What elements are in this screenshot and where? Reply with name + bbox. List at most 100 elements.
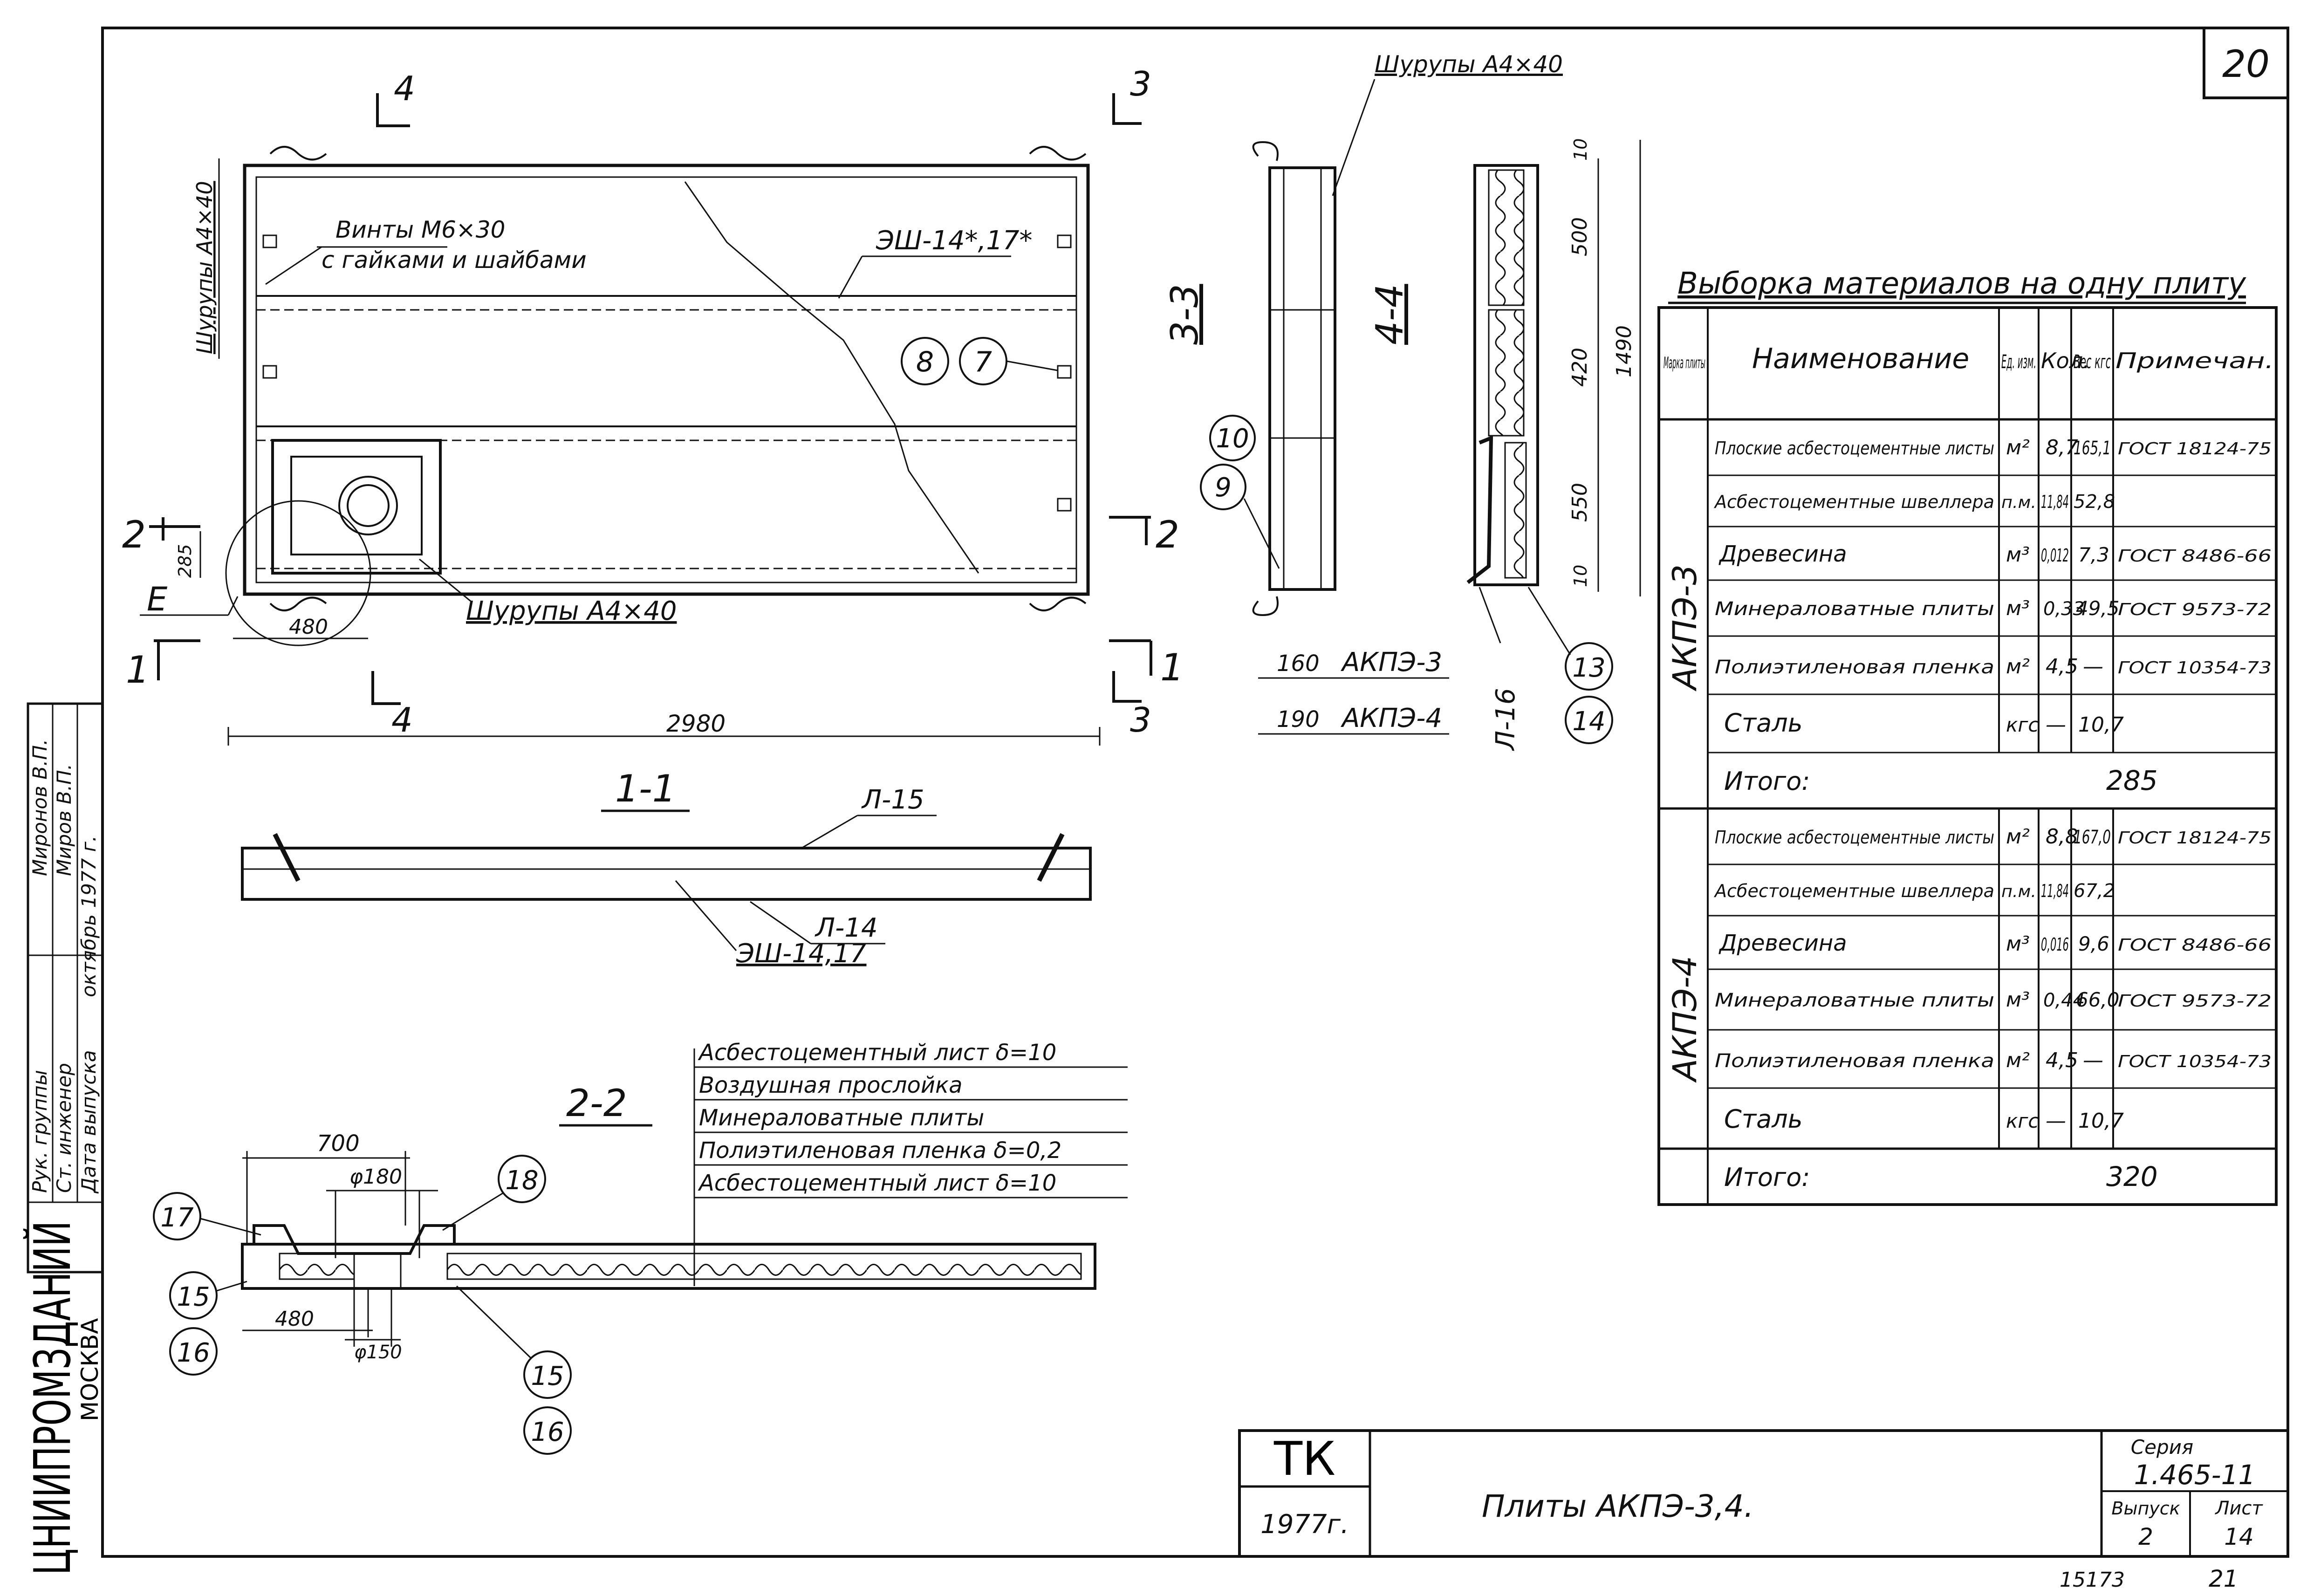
g2-r2-weight: 67,2	[2074, 880, 2115, 902]
stamp-role-2: Ст. инженер	[53, 1063, 75, 1193]
section-mark-3-top: 3	[1130, 64, 1151, 103]
section-3-3-brand-2: АКПЭ-4	[1341, 703, 1442, 733]
th-unit: Ед. изм.	[2001, 351, 2036, 373]
materials-table: Выборка материалов на одну плиту Марка п…	[1657, 267, 2278, 1206]
title-sheet-value: 14	[2224, 1523, 2254, 1550]
section-1-1: 1-1 Л-15 Л-14 ЭШ-14,17	[241, 767, 1092, 969]
section-4-4-dim-4: 550	[1568, 483, 1592, 522]
g1-r4-qty: 0,33	[2043, 598, 2085, 620]
section-2-2-dim-phi150: φ150	[354, 1342, 402, 1363]
g2-r5-note: ГОСТ 10354-73	[2118, 1052, 2272, 1071]
th-brand: Марка плиты	[1663, 354, 1705, 372]
g1-r5-unit: м²	[2006, 655, 2030, 678]
group-2-total: 320	[2106, 1161, 2158, 1192]
g1-r5-note: ГОСТ 10354-73	[2118, 658, 2272, 678]
g1-r1-note: ГОСТ 18124-75	[2118, 439, 2272, 459]
g1-r1-name: Плоские асбестоцементные листы	[1715, 438, 1994, 459]
th-name: Наименование	[1752, 342, 1969, 375]
callout-16-left: 16	[177, 1338, 210, 1368]
g1-r6-qty: —	[2046, 713, 2066, 737]
g1-r4-note: ГОСТ 9573-72	[2118, 600, 2272, 619]
section-2-2: 2-2 Асбестоцементный лист δ=10 Воздушная…	[153, 1040, 1128, 1455]
th-note: Примечан.	[2115, 348, 2274, 373]
g1-r1-qty: 8,7	[2046, 436, 2078, 459]
group-1-total-label: Итого:	[1724, 767, 1810, 796]
title-block: ТК 1977г. Плиты АКПЭ-3,4. Серия 1.465-11…	[1238, 1429, 2289, 1558]
stamp-name-3: октябрь 1977 г.	[77, 836, 100, 997]
plan-dim-480: 480	[289, 615, 328, 639]
section-mark-4-bottom: 4	[391, 700, 413, 740]
section-mark-4-top: 4	[394, 69, 415, 108]
section-3-3-dim-1: 160	[1277, 651, 1320, 677]
plan-view: 4 3 2 2 1 1 4 3 Шурупы А4×40 Винты М6×30…	[122, 64, 1184, 746]
g2-r6-qty: —	[2046, 1109, 2066, 1133]
stamp-role-3: Дата выпуска	[77, 1050, 100, 1194]
publisher-logo: ЦНИИПРОМЗДАНИЙ	[23, 1221, 82, 1575]
group-2-total-label: Итого:	[1724, 1163, 1810, 1192]
section-mark-2-right: 2	[1156, 513, 1179, 556]
title-issue-label: Выпуск	[2111, 1498, 2180, 1519]
section-2-2-layer-2: Воздушная прослойка	[699, 1072, 963, 1098]
callout-8: 8	[916, 346, 934, 378]
g1-r1-unit: м²	[2006, 436, 2030, 459]
th-weight: Вес кгс	[2074, 351, 2111, 373]
title-series-value: 1.465-11	[2134, 1459, 2256, 1491]
g1-r3-note: ГОСТ 8486-66	[2118, 547, 2272, 566]
section-3-3-brand-1: АКПЭ-3	[1341, 647, 1442, 678]
g2-r3-weight: 9,6	[2078, 932, 2109, 955]
callout-10: 10	[1216, 424, 1249, 454]
group-1-brand: АКПЭ-3	[1666, 564, 1704, 692]
callout-15-right: 15	[531, 1361, 564, 1391]
g2-r2-name: Асбестоцементные швеллера	[1713, 881, 1994, 901]
bottom-code-1: 15173	[2060, 1568, 2125, 1592]
g2-r2-unit: п.м.	[2001, 882, 2036, 901]
section-2-2-layer-4: Полиэтиленовая пленка δ=0,2	[699, 1137, 1061, 1164]
g2-r6-weight: 10,7	[2078, 1109, 2124, 1133]
g1-r2-qty: 11,84	[2041, 492, 2069, 512]
g1-r5-weight: —	[2083, 655, 2103, 678]
g1-r4-unit: м³	[2006, 596, 2030, 620]
g2-r3-name: Древесина	[1718, 930, 1847, 956]
g1-r4-weight: 49,5	[2076, 597, 2120, 620]
g2-r6-name: Сталь	[1724, 1104, 1803, 1134]
section-3-3-label-screws: Шурупы А4×40	[1375, 51, 1563, 78]
plan-node-e: Е	[147, 580, 168, 618]
section-4-4-overall: 1490	[1612, 325, 1636, 377]
g2-r4-qty: 0,44	[2043, 990, 2085, 1011]
g2-r5-weight: —	[2083, 1048, 2103, 1072]
plan-label-bolts-1: Винты М6×30	[335, 216, 505, 243]
section-2-2-layer-5: Асбестоцементный лист δ=10	[698, 1170, 1056, 1196]
callout-17: 17	[160, 1203, 194, 1233]
callout-18: 18	[505, 1165, 538, 1196]
callout-13: 13	[1572, 653, 1605, 683]
stamp-role-1: Рук. группы	[28, 1070, 51, 1193]
g2-r1-weight: 167,0	[2074, 827, 2111, 848]
section-2-2-title: 2-2	[566, 1082, 627, 1125]
th-qty: Кол.	[2041, 348, 2090, 373]
g1-r6-weight: 10,7	[2078, 713, 2124, 737]
g1-r3-name: Древесина	[1718, 541, 1847, 567]
title-issue-value: 2	[2138, 1523, 2153, 1550]
g2-r6-unit: кгс	[2006, 1110, 2039, 1132]
callout-7: 7	[974, 346, 992, 378]
g1-r2-name: Асбестоцементные швеллера	[1713, 492, 1994, 512]
g2-r2-qty: 11,84	[2041, 881, 2069, 901]
g2-r5-name: Полиэтиленовая пленка	[1715, 1050, 1994, 1072]
publisher-city: МОСКВА	[76, 1318, 103, 1421]
section-4-4-dim-3: 420	[1568, 348, 1592, 387]
callout-14: 14	[1572, 706, 1605, 737]
section-4-4-dim-5: 10	[1570, 565, 1591, 587]
section-4-4-dim-1: 10	[1570, 138, 1591, 161]
g2-r3-unit: м³	[2006, 932, 2030, 956]
section-3-3-title: 3-3	[1163, 284, 1206, 345]
callout-16-right: 16	[531, 1417, 564, 1447]
section-3-3: 3-3 Шурупы А4×40 10 9 160 АКПЭ-3 190 АКП…	[1163, 51, 1563, 735]
section-mark-3-bottom: 3	[1130, 700, 1151, 740]
g2-r4-weight: 66,0	[2076, 988, 2120, 1011]
plan-dim-285: 285	[175, 544, 195, 578]
section-mark-1-left: 1	[126, 648, 150, 692]
g2-r4-unit: м³	[2006, 988, 2030, 1012]
callout-15-left: 15	[177, 1282, 210, 1312]
g2-r1-name: Плоские асбестоцементные листы	[1715, 827, 1994, 848]
